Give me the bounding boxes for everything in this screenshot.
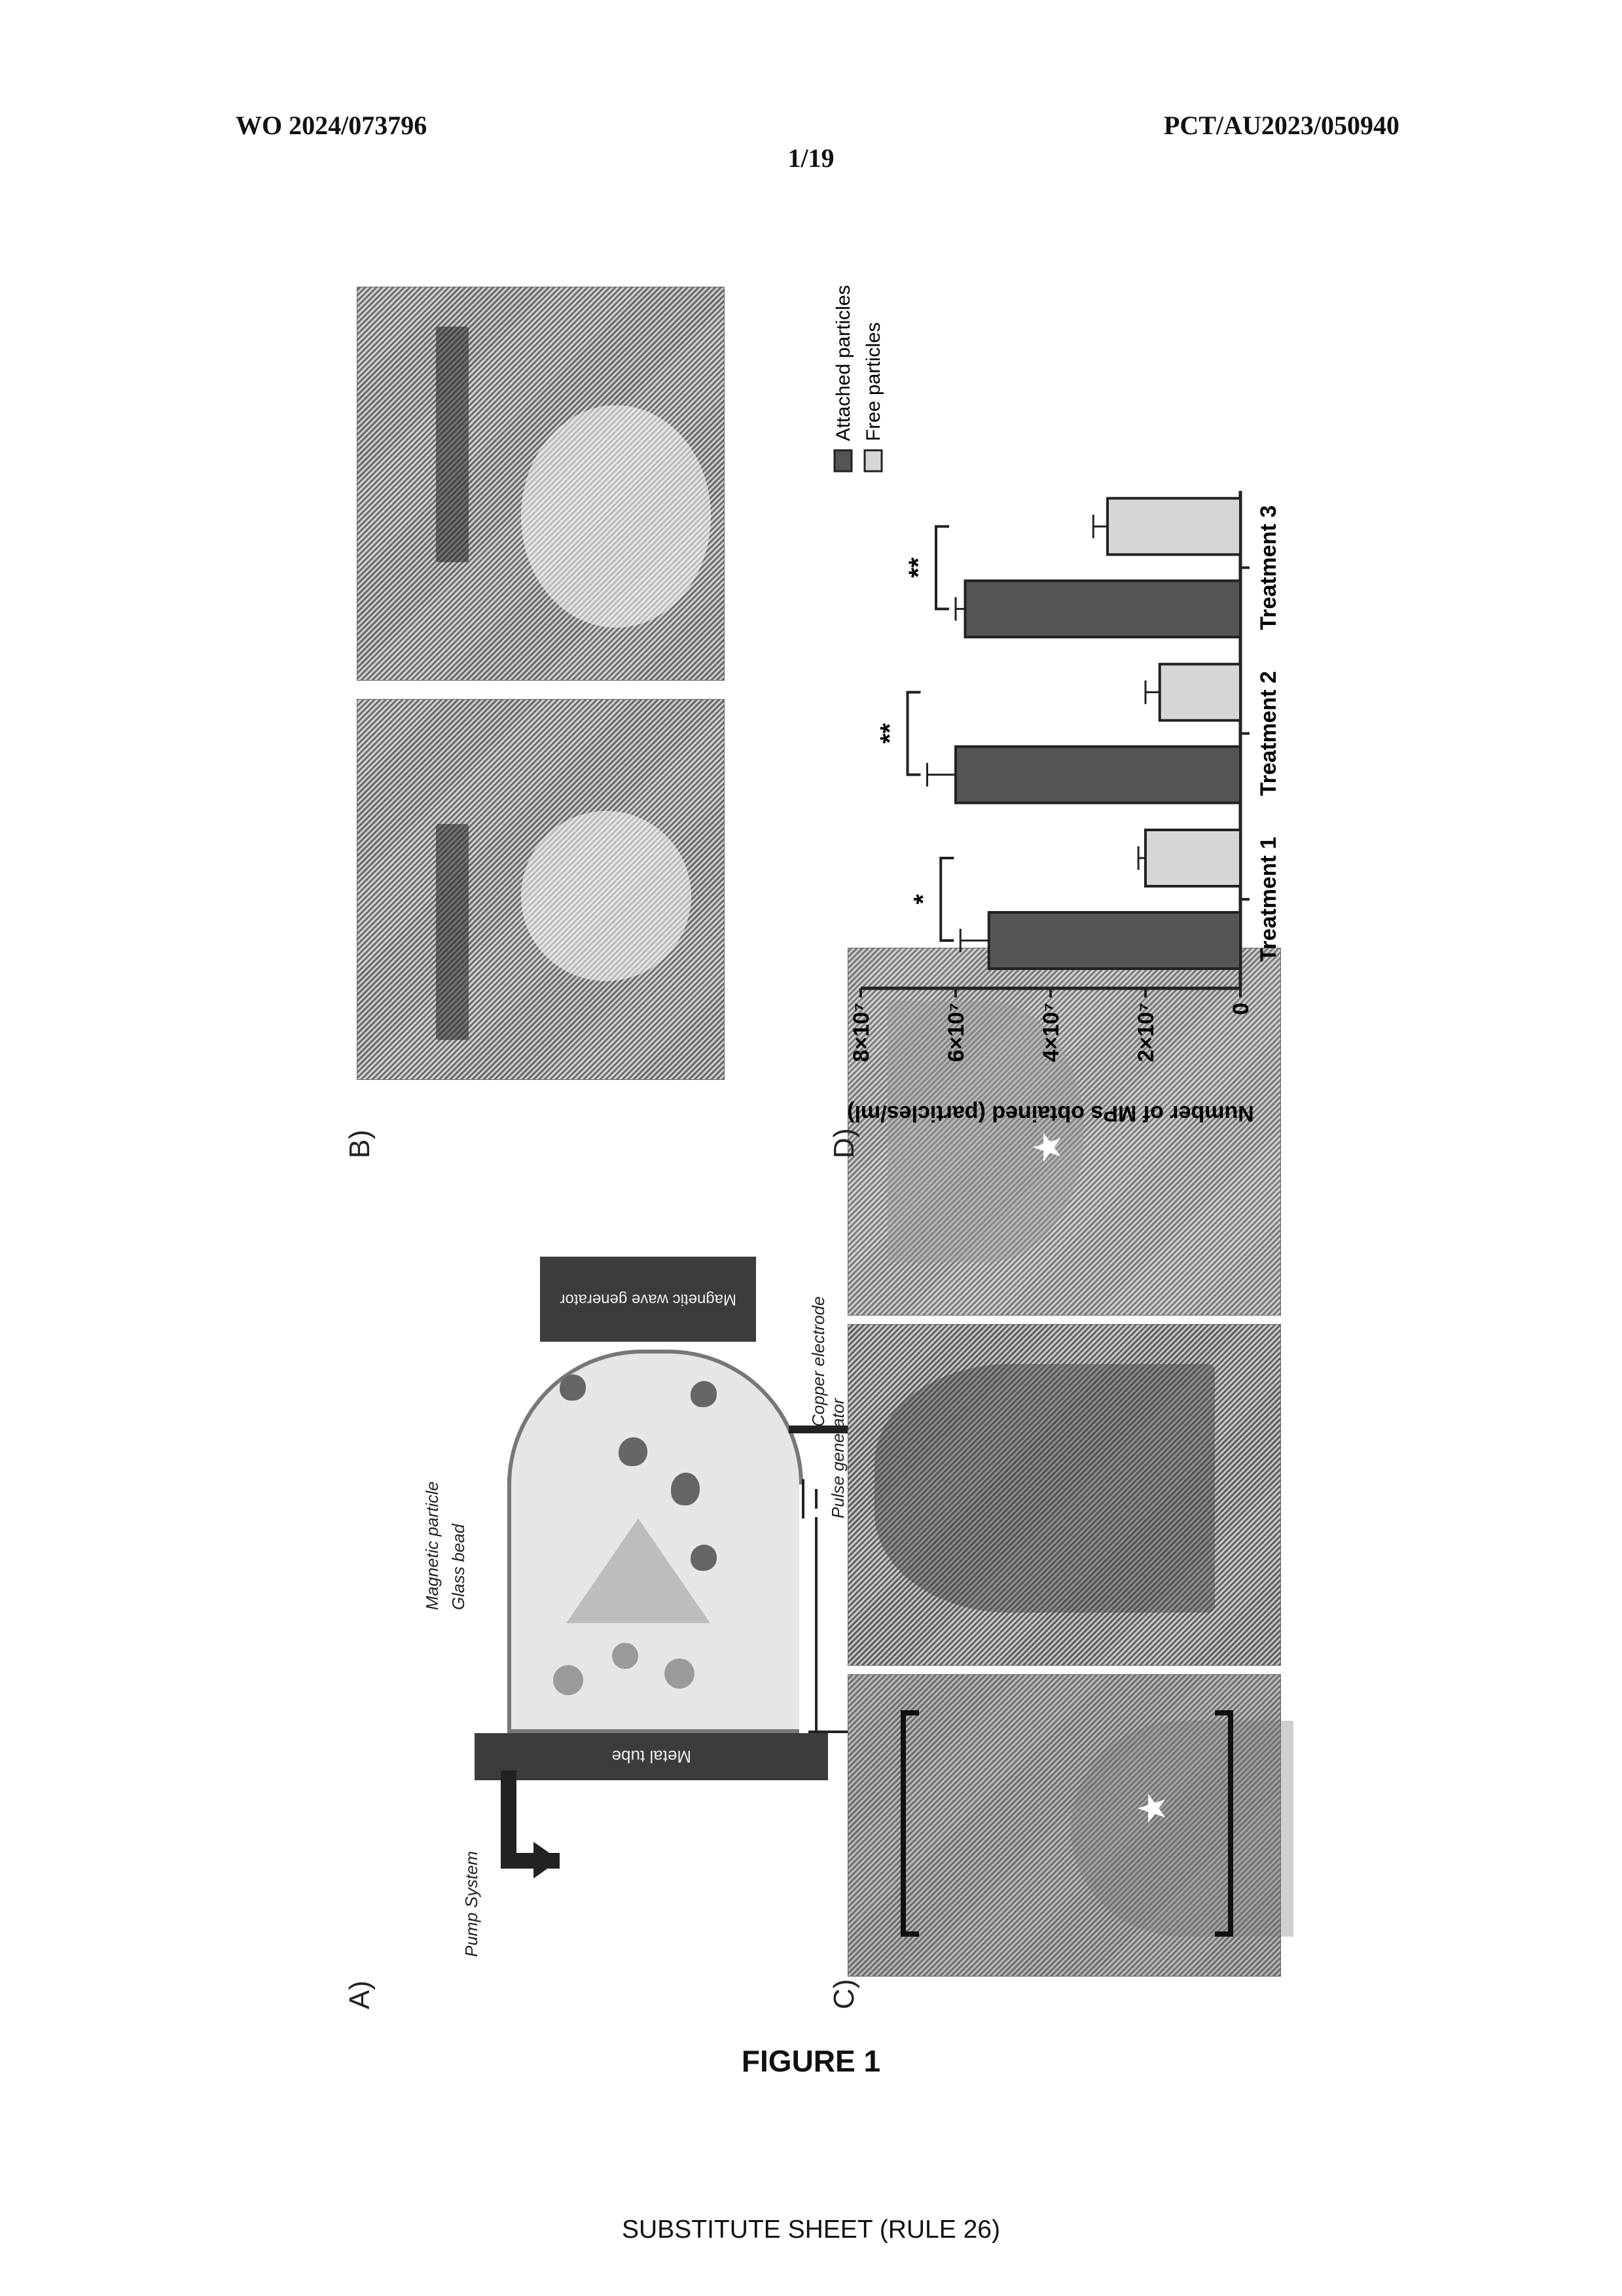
ground-lead — [815, 1517, 818, 1733]
significance-marker: ** — [876, 723, 905, 744]
legend-label: Attached particles — [833, 285, 854, 441]
ground-symbol — [815, 1489, 818, 1509]
panel-a-label: A) — [344, 1981, 376, 2009]
ground-symbol — [802, 1479, 804, 1518]
glass-bead — [553, 1665, 583, 1695]
footer: SUBSTITUTE SHEET (RULE 26) — [0, 2215, 1622, 2244]
metal-tube-label: Metal tube — [475, 1733, 828, 1780]
bar — [1108, 498, 1240, 554]
y-tick-label: 6×10⁷ — [944, 1003, 969, 1062]
pulse-generator-label: Pulse generator — [828, 1398, 848, 1518]
magnetic-particle — [560, 1374, 586, 1401]
photo-setup-1 — [357, 699, 725, 1080]
micrograph-1: ★ — [848, 1674, 1281, 1977]
y-tick-label: 4×10⁷ — [1039, 1003, 1064, 1062]
magnetic-particle — [671, 1473, 700, 1505]
ground-lead — [808, 1731, 848, 1733]
y-axis-label: Number of MPs obtained (particles/ml) — [847, 1101, 1254, 1126]
legend-swatch — [865, 450, 882, 471]
panel-b-label: B) — [344, 1130, 376, 1158]
panel-c-label: C) — [828, 1979, 861, 2009]
x-tick-label: Treatment 2 — [1256, 671, 1281, 796]
photo-setup-2 — [357, 287, 725, 681]
pump-system-label: Pump System — [461, 1851, 482, 1957]
copper-electrode-label: Copper electrode — [808, 1297, 829, 1427]
glass-bead — [664, 1659, 694, 1689]
figure-1: A) Metal tube Magnetic wave generator Pu… — [350, 281, 1293, 2009]
magnetic-particle — [691, 1381, 717, 1407]
legend-swatch — [835, 450, 852, 471]
x-tick-label: Treatment 3 — [1256, 505, 1281, 630]
significance-marker: ** — [904, 557, 933, 578]
publication-number: WO 2024/073796 — [236, 110, 427, 141]
bar — [989, 912, 1240, 969]
legend-label: Free particles — [863, 322, 884, 441]
magnetic-particle — [619, 1437, 647, 1466]
bar-chart: 0 2×10⁷ 4×10⁷ 6×10⁷ 8×10⁷ Number of MPs obtai… — [808, 281, 1293, 1145]
panel-a-schematic: Metal tube Magnetic wave generator Pump … — [396, 1211, 854, 1977]
glass-bead-label: Glass bead — [448, 1524, 469, 1610]
bar — [1145, 830, 1240, 886]
bar — [1160, 664, 1240, 721]
significance-bracket — [941, 858, 954, 941]
significance-bracket — [936, 526, 949, 609]
flow-arrow — [566, 1518, 710, 1623]
magnetic-particle-label: Magnetic particle — [422, 1481, 442, 1610]
glass-bead — [612, 1643, 638, 1669]
y-tick-label: 8×10⁷ — [849, 1003, 874, 1062]
sheet-number: 1/19 — [0, 143, 1622, 173]
pump-arrow-head — [533, 1842, 560, 1878]
magnetic-generator-label: Magnetic wave generator — [540, 1257, 756, 1342]
star-marker: ★ — [1130, 1791, 1174, 1825]
figure-title: FIGURE 1 — [0, 2043, 1622, 2079]
application-number: PCT/AU2023/050940 — [1164, 110, 1399, 141]
y-tick-label: 2×10⁷ — [1134, 1003, 1159, 1062]
x-tick-label: Treatment 1 — [1256, 837, 1281, 962]
significance-bracket — [908, 692, 921, 775]
bar — [956, 747, 1240, 803]
micrograph-2 — [848, 1324, 1281, 1666]
vessel-base — [507, 1350, 803, 1484]
y-tick-label: 0 — [1229, 1003, 1253, 1015]
significance-marker: * — [909, 894, 937, 905]
bar — [965, 581, 1241, 637]
